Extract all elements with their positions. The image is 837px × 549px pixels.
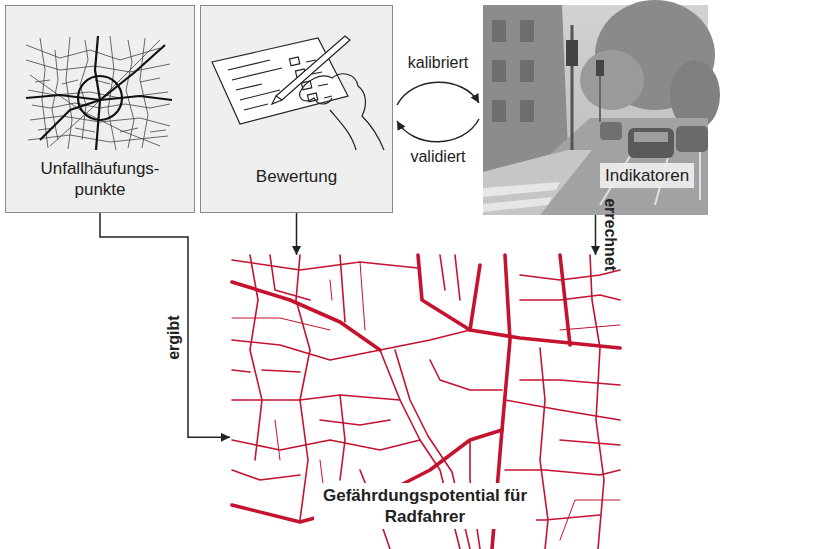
hazard-map-network xyxy=(232,255,620,549)
node-text-holder: Unfallhäufungs- punkte xyxy=(6,158,194,201)
node-text-holder: Indikatoren xyxy=(600,163,694,188)
rating-sheet-sketch xyxy=(212,36,384,150)
connector xyxy=(296,213,298,255)
edge-label: validiert xyxy=(410,147,465,166)
street-photo xyxy=(483,0,720,215)
accident-hotspot-box: Unfallhäufungs- punkte xyxy=(5,5,195,213)
node-text-holder: Gefährdungspotential für Radfahrer xyxy=(230,483,620,530)
node-label: Bewertung xyxy=(256,166,337,187)
city-map-sketch xyxy=(26,36,170,150)
panel-ground xyxy=(5,5,195,213)
edge-label: errechnet xyxy=(601,199,620,272)
node-label: Indikatoren xyxy=(600,163,694,188)
edge-label: ergibt xyxy=(163,315,182,359)
city-map-main-roads xyxy=(26,36,172,150)
edge-label: kalibriert xyxy=(408,53,468,72)
indicator-photo: Indikatoren xyxy=(483,5,708,215)
node-label: Gefährdungspotential für Radfahrer xyxy=(314,483,536,530)
node-text-holder: Bewertung xyxy=(201,166,392,187)
connector xyxy=(100,213,230,437)
node-label: Unfallhäufungs- punkte xyxy=(25,158,175,201)
connector xyxy=(397,119,479,142)
rating-box: Bewertung xyxy=(200,5,393,213)
connector xyxy=(397,82,479,105)
connector xyxy=(595,215,597,255)
hazard-map: Gefährdungspotential für Radfahrer xyxy=(230,255,620,549)
panel-ground xyxy=(200,5,393,213)
